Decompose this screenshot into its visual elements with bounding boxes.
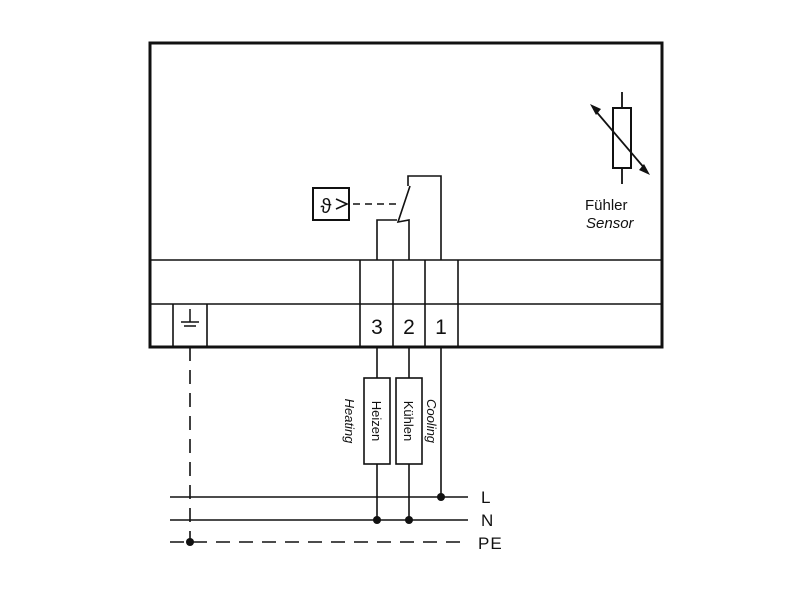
temperature-sensing-element-icon: ϑ — [312, 187, 350, 221]
junction-dots — [186, 493, 445, 546]
terminal-1-label: 1 — [435, 316, 447, 339]
thermostat-housing — [148, 41, 664, 349]
heating-load-label-de: Heizen — [369, 401, 384, 441]
junction-earth — [186, 538, 194, 546]
housing-outline — [148, 41, 664, 349]
junction-live — [437, 493, 445, 501]
terminal-3-label: 3 — [371, 316, 383, 339]
cooling-load-label-de: Kühlen — [401, 401, 416, 441]
supply-lines — [170, 496, 468, 543]
changeover-contact — [376, 175, 442, 260]
line-label-n: N — [481, 511, 494, 530]
earth-ground-icon — [181, 309, 199, 327]
field-wiring — [189, 347, 442, 540]
junction-neutral-cooling — [405, 516, 413, 524]
svg-text:ϑ: ϑ — [321, 196, 332, 218]
thermistor-icon — [590, 92, 650, 184]
terminal-2-label: 2 — [403, 316, 415, 339]
sensor-label-de: Fühler — [585, 197, 628, 214]
sensor-label-en: Sensor — [586, 215, 635, 232]
cooling-load-label-en: Cooling — [424, 399, 439, 444]
line-label-l: L — [481, 488, 491, 507]
heating-load-label-en: Heating — [342, 399, 357, 445]
junction-neutral-heating — [373, 516, 381, 524]
line-label-pe: PE — [478, 534, 503, 553]
